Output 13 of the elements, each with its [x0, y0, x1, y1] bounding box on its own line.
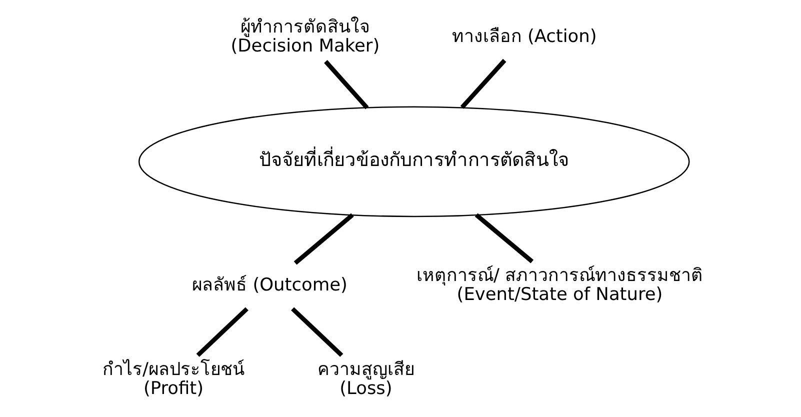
connector	[196, 307, 248, 357]
connector	[474, 213, 534, 264]
connector	[291, 307, 344, 357]
node-text: ทางเลือก (Action)	[452, 27, 597, 48]
node-text: เหตุการณ์/ สภาวการณ์ทางธรรมชาติ (Event/State of Nature)	[416, 266, 704, 306]
connector	[324, 60, 369, 110]
connector	[294, 213, 354, 265]
node-text: กำไร/ผลประโยชน์ (Profit)	[102, 360, 244, 399]
node-ellipse: ปัจจัยที่เกี่ยวข้องกับการทำการตัดสินใจ	[138, 106, 690, 218]
node-text: ความสูญเสีย (Loss)	[317, 360, 414, 399]
node-text: ผลลัพธ์ (Outcome)	[192, 276, 348, 296]
connector	[460, 58, 506, 109]
node-text: ผู้ทำการตัดสินใจ (Decision Maker)	[230, 18, 380, 57]
